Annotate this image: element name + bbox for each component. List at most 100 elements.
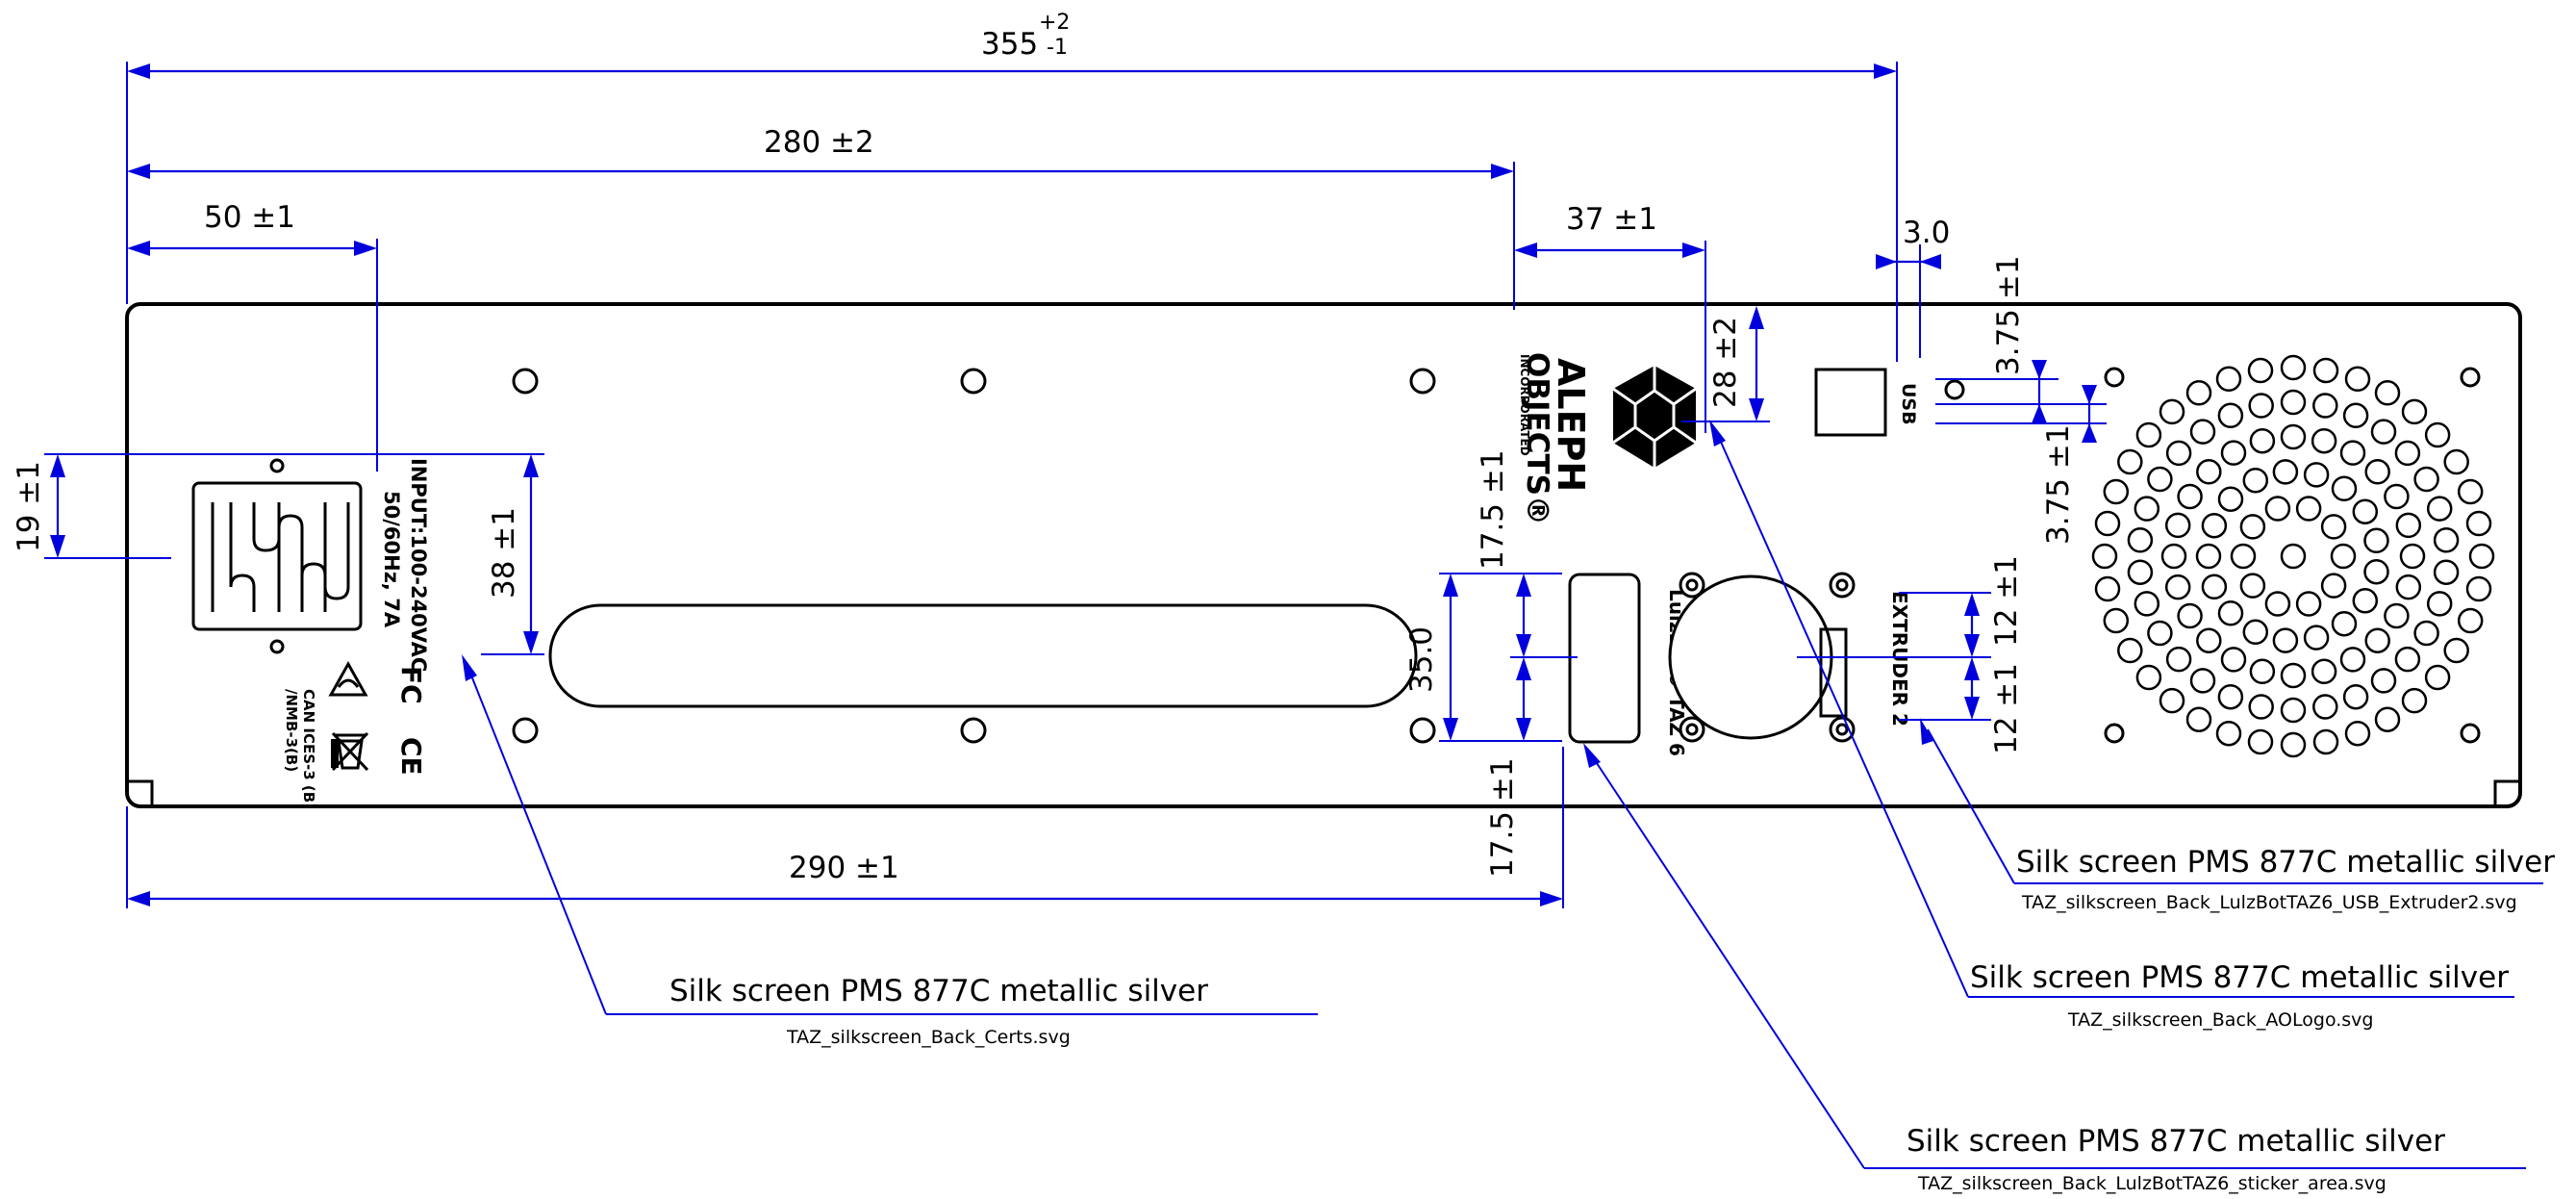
connector-screw bbox=[1679, 572, 1705, 599]
dim-overall-tol-plus: +2 bbox=[1039, 11, 1070, 35]
fan-grille-hole bbox=[2303, 462, 2330, 488]
ce-mark: CE bbox=[395, 737, 427, 776]
dim-overall-value: 355 bbox=[981, 27, 1038, 62]
fan-grille-hole bbox=[2165, 646, 2192, 673]
connector-screw-center bbox=[1835, 578, 1849, 592]
fan-grille-hole bbox=[2364, 459, 2390, 485]
fan-grille-hole bbox=[2413, 466, 2439, 493]
callout3-file: TAZ_silkscreen_Back_Certs.svg bbox=[786, 1027, 1071, 1048]
cert-silkscreen: INPUT:100-240VAC 50/60Hz, 7A FC CE CAN I… bbox=[283, 458, 430, 809]
fan-grille-hole bbox=[2215, 366, 2242, 393]
fan-grille-hole bbox=[2185, 380, 2212, 406]
fan-grille-hole bbox=[2248, 694, 2274, 720]
logo-incorporated: INCORPORATED bbox=[1518, 354, 1531, 456]
fan-grille-hole bbox=[2189, 419, 2216, 445]
fan-grille-hole bbox=[2094, 575, 2121, 602]
logo-objects: OBJECTS® bbox=[1520, 352, 1554, 525]
fan-grille-hole bbox=[2280, 662, 2307, 689]
fan-grille-hole bbox=[2094, 510, 2121, 537]
usb-label: USB bbox=[1898, 383, 1919, 425]
mounting-holes bbox=[512, 367, 2481, 744]
mount-hole bbox=[960, 717, 987, 744]
callout3-note: Silk screen PMS 877C metallic silver bbox=[669, 974, 1208, 1008]
fan-grille-hole bbox=[2413, 620, 2439, 647]
dim-175-upper-label: 17.5 ±1 bbox=[1476, 449, 1510, 570]
fan-grille-hole bbox=[2117, 448, 2143, 475]
fan-grille-hole bbox=[2217, 683, 2244, 710]
fan-grille-hole bbox=[2239, 514, 2266, 540]
connector-screw bbox=[1679, 716, 1705, 743]
fan-grille-hole bbox=[2312, 694, 2338, 720]
fan-grille-hole bbox=[2165, 440, 2192, 467]
fan-grille-hole bbox=[2344, 720, 2371, 747]
dim-38-label: 38 ±1 bbox=[487, 507, 521, 599]
fan-grille-hole bbox=[2395, 574, 2422, 600]
dim-37-label: 37 ±1 bbox=[1566, 202, 1657, 237]
logo-cube-icon bbox=[1613, 366, 1696, 468]
power-inlet bbox=[191, 458, 363, 654]
callout1-file: TAZ_silkscreen_Back_LulzBotTAZ6_USB_Extr… bbox=[2021, 892, 2517, 913]
mount-hole bbox=[1944, 379, 1965, 400]
fan-grille-hole bbox=[2127, 527, 2154, 553]
fan-grille-hole bbox=[2457, 478, 2484, 505]
fan-grille-hole bbox=[2320, 514, 2347, 540]
connector-screw bbox=[1829, 716, 1856, 743]
fan-grille-hole bbox=[2344, 366, 2371, 393]
dim-12-upper-label: 12 ±1 bbox=[1989, 555, 2024, 647]
fan-grille-hole bbox=[2164, 512, 2191, 539]
callout1-note: Silk screen PMS 877C metallic silver bbox=[2016, 845, 2555, 880]
fan-grille-hole bbox=[2239, 573, 2266, 599]
weee-bin-icon bbox=[331, 731, 369, 772]
input-rating-line1: INPUT:100-240VAC bbox=[407, 458, 430, 672]
fan-grille-hole bbox=[2312, 357, 2339, 384]
fan-grille-hole bbox=[2399, 543, 2426, 570]
fan-grille-hole bbox=[2424, 421, 2451, 448]
fan-grille-hole bbox=[2342, 683, 2369, 710]
fan-grille-hole bbox=[2465, 575, 2492, 602]
fan-grille-hole bbox=[2311, 658, 2337, 685]
fan-grille-hole bbox=[2342, 402, 2369, 429]
mount-hole bbox=[512, 368, 539, 395]
fan-grille-hole bbox=[2363, 527, 2389, 554]
mount-hole bbox=[512, 717, 539, 744]
callout4-file: TAZ_silkscreen_Back_LulzBotTAZ6_sticker_… bbox=[1917, 1173, 2387, 1194]
dim-28-label: 28 ±2 bbox=[1708, 317, 1743, 408]
fan-grille-hole bbox=[2217, 402, 2244, 429]
fan-grille-hole bbox=[2103, 607, 2130, 634]
corner-foot-right bbox=[2493, 779, 2518, 806]
connector-screw-center bbox=[1685, 578, 1699, 592]
fan-grille-hole bbox=[2217, 486, 2244, 512]
fan-grille-hole bbox=[2395, 512, 2422, 539]
fan-grille-hole bbox=[2433, 559, 2460, 585]
callout4-note: Silk screen PMS 877C metallic silver bbox=[1907, 1124, 2445, 1159]
mount-hole bbox=[960, 368, 987, 395]
fan-grille-hole bbox=[2312, 728, 2339, 755]
fan-grille-hole bbox=[2424, 664, 2451, 691]
fan-grille-hole bbox=[2201, 574, 2228, 600]
fan-grille-hole bbox=[2330, 543, 2357, 570]
fan-grille-hole bbox=[2230, 543, 2257, 570]
mount-hole bbox=[1409, 717, 1436, 744]
fan-grille-hole bbox=[2312, 393, 2338, 419]
fan-grille-hole bbox=[2465, 510, 2492, 537]
fan-grille-hole bbox=[2249, 658, 2276, 685]
fan-grille-hole bbox=[2159, 398, 2185, 425]
fan-grille-hole bbox=[2264, 496, 2291, 522]
dim-375-upper-label: 3.75 ±1 bbox=[1991, 255, 2026, 375]
fan-grille-hole bbox=[2177, 602, 2203, 629]
fan-grille-hole bbox=[2426, 591, 2453, 617]
fan-grille-hole bbox=[2394, 440, 2421, 467]
fan-grille-hole bbox=[2374, 706, 2401, 732]
fan-grille bbox=[2091, 354, 2495, 758]
connector-key bbox=[1819, 627, 1848, 718]
cable-slot bbox=[548, 603, 1418, 708]
fan-grille-hole bbox=[2147, 620, 2173, 647]
dim-175-lower-label: 17.5 ±1 bbox=[1485, 757, 1520, 878]
fan-grille-hole bbox=[2331, 610, 2358, 637]
fan-grille-hole bbox=[2384, 602, 2410, 629]
fan-grille-hole bbox=[2134, 591, 2160, 617]
fan-grille-hole bbox=[2185, 706, 2212, 732]
fan-grille-hole bbox=[2443, 448, 2469, 475]
mount-hole bbox=[1409, 368, 1436, 395]
